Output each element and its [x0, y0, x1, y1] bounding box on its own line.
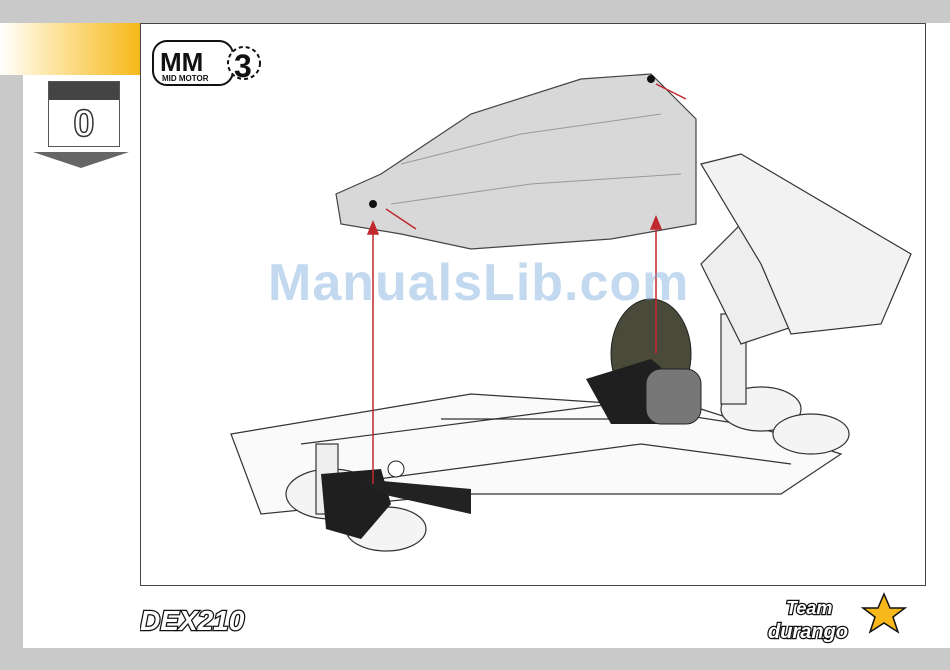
dex210-logo: DEX210: [140, 600, 250, 640]
team-durango-logo: Team durango: [764, 592, 924, 646]
team-logo-top-text: Team: [786, 598, 832, 618]
body-post-hole: [647, 75, 655, 83]
section-tab: [0, 23, 140, 75]
star-icon: [863, 594, 905, 632]
body-post-hole: [369, 200, 377, 208]
step-number: 0: [49, 102, 119, 146]
team-logo-bottom-text: durango: [768, 621, 848, 643]
body-shell-drawing: [336, 74, 696, 249]
down-arrow-icon: [33, 152, 129, 168]
mm3-logo-subtitle: MID MOTOR: [162, 74, 209, 83]
motor-mount-drawing: [586, 299, 701, 424]
mm3-logo: MM 3 MID MOTOR: [152, 37, 262, 91]
dex210-logo-text: DEX210: [140, 605, 245, 636]
mm3-logo-main-text: MM: [160, 47, 203, 77]
mm3-logo-digit: 3: [234, 48, 252, 84]
watermark-text: ManualsLib.com: [268, 253, 689, 313]
step-number-box: 0: [48, 81, 120, 147]
step-box-header: [49, 82, 119, 100]
